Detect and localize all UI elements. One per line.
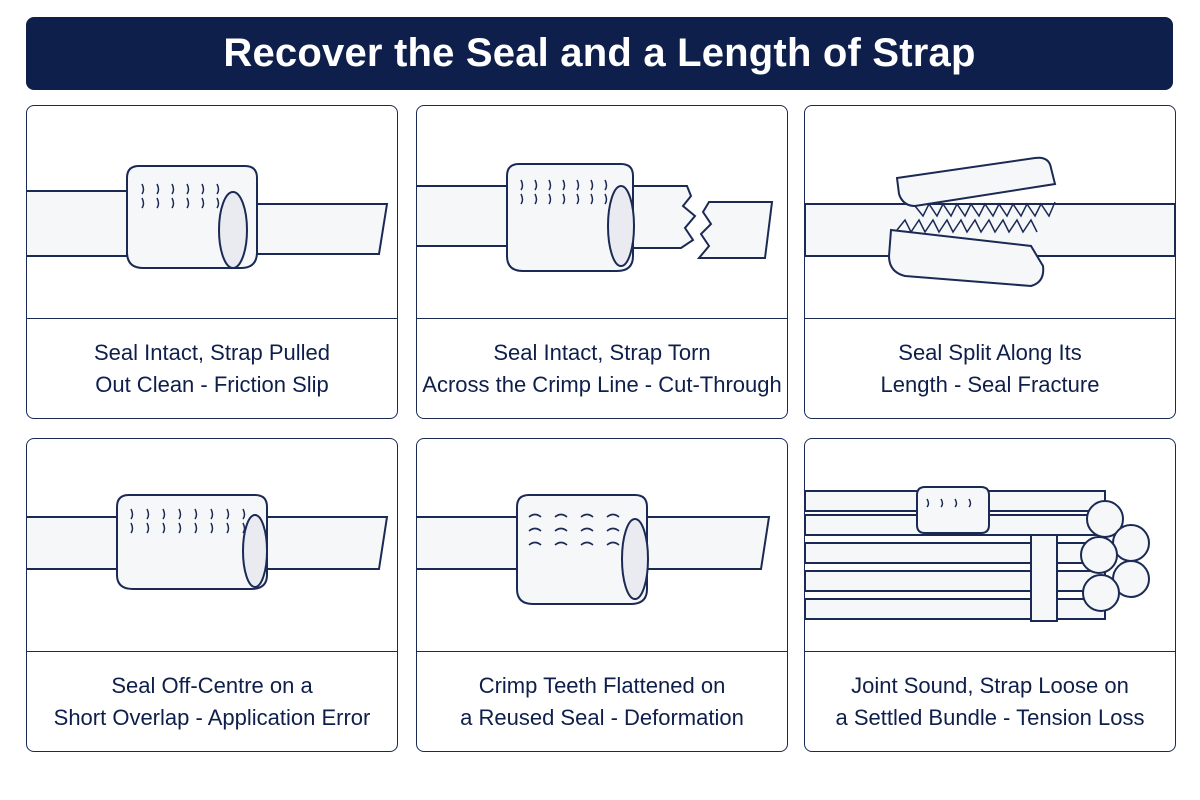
- caption-line: a Reused Seal - Deformation: [460, 705, 744, 730]
- illustration-deformation: [417, 439, 787, 652]
- seal-crimp-dimples: [141, 183, 220, 209]
- strap-left: [27, 190, 128, 257]
- panel-cut-through: Seal Intact, Strap Torn Across the Crimp…: [416, 105, 788, 419]
- caption-line: Seal Split Along Its: [898, 340, 1082, 365]
- seal-teeth: [896, 201, 1056, 234]
- caption-line: Seal Intact, Strap Pulled: [93, 340, 331, 365]
- caption-line: Short Overlap - Application Error: [53, 705, 371, 730]
- seal-opening: [242, 514, 268, 588]
- caption-line: Seal Off-Centre on a: [111, 673, 313, 698]
- caption-line: a Settled Bundle - Tension Loss: [835, 705, 1145, 730]
- seal-body: [916, 486, 990, 534]
- seal-body: [116, 494, 268, 590]
- strap-left: [417, 516, 518, 570]
- bundle-bar: [805, 598, 1106, 620]
- bundle-bar: [805, 570, 1106, 592]
- seal-crimp-dimples: [520, 179, 608, 205]
- flattened-teeth: [528, 513, 620, 546]
- strap-right: [636, 516, 771, 570]
- panel-seal-fracture: Seal Split Along Its Length - Seal Fract…: [804, 105, 1176, 419]
- flattened-teeth-drawing: [417, 494, 771, 605]
- seal-body: [516, 494, 648, 605]
- seal-body: [506, 163, 634, 272]
- caption-tension-loss: Joint Sound, Strap Loose on a Settled Bu…: [805, 652, 1175, 751]
- split-seal-drawing: [805, 156, 1175, 288]
- strap-left: [417, 185, 508, 247]
- caption-line: Across the Crimp Line - Cut-Through: [422, 372, 782, 397]
- panel-deformation: Crimp Teeth Flattened on a Reused Seal -…: [416, 438, 788, 752]
- caption-friction-slip: Seal Intact, Strap Pulled Out Clean - Fr…: [27, 319, 397, 418]
- strap-torn-stub: [626, 185, 697, 249]
- loose-strap: [1030, 534, 1058, 622]
- bundle-bar: [805, 542, 1106, 564]
- loose-bundle-drawing: [805, 486, 1150, 622]
- caption-deformation: Crimp Teeth Flattened on a Reused Seal -…: [417, 652, 787, 751]
- illustration-tension-loss: [805, 439, 1175, 652]
- bar-end: [1082, 574, 1120, 612]
- caption-application-error: Seal Off-Centre on a Short Overlap - App…: [27, 652, 397, 751]
- caption-seal-fracture: Seal Split Along Its Length - Seal Fract…: [805, 319, 1175, 418]
- illustration-cut-through: [417, 106, 787, 319]
- strap-and-seal-drawing: [27, 165, 389, 269]
- panel-friction-slip: Seal Intact, Strap Pulled Out Clean - Fr…: [26, 105, 398, 419]
- caption-line: Joint Sound, Strap Loose on: [851, 673, 1129, 698]
- caption-line: Length - Seal Fracture: [880, 372, 1100, 397]
- seal-opening: [607, 185, 635, 267]
- caption-line: Out Clean - Friction Slip: [95, 372, 329, 397]
- illustration-application-error: [27, 439, 397, 652]
- seal-opening: [621, 518, 649, 600]
- illustration-friction-slip: [27, 106, 397, 319]
- caption-line: Crimp Teeth Flattened on: [478, 673, 726, 698]
- page-title: Recover the Seal and a Length of Strap: [223, 31, 976, 75]
- illustration-seal-fracture: [805, 106, 1175, 319]
- panel-tension-loss: Joint Sound, Strap Loose on a Settled Bu…: [804, 438, 1176, 752]
- title-banner: Recover the Seal and a Length of Strap: [26, 17, 1173, 90]
- torn-strap-drawing: [417, 163, 774, 272]
- off-centre-seal-drawing: [27, 494, 389, 590]
- strap-left: [27, 516, 128, 570]
- seal-crimp-dimples: [130, 508, 246, 534]
- bar-end: [1112, 524, 1150, 562]
- panel-application-error: Seal Off-Centre on a Short Overlap - App…: [26, 438, 398, 752]
- strap-right: [256, 516, 389, 570]
- seal-crimp-dimples: [926, 498, 972, 508]
- caption-line: Seal Intact, Strap Torn: [493, 340, 711, 365]
- bar-end: [1080, 536, 1118, 574]
- seal-lower-half: [887, 228, 1045, 288]
- caption-cut-through: Seal Intact, Strap Torn Across the Crimp…: [417, 319, 787, 418]
- strap-torn-piece: [696, 201, 774, 259]
- seal-upper-half: [895, 156, 1057, 208]
- seal-opening: [218, 191, 248, 269]
